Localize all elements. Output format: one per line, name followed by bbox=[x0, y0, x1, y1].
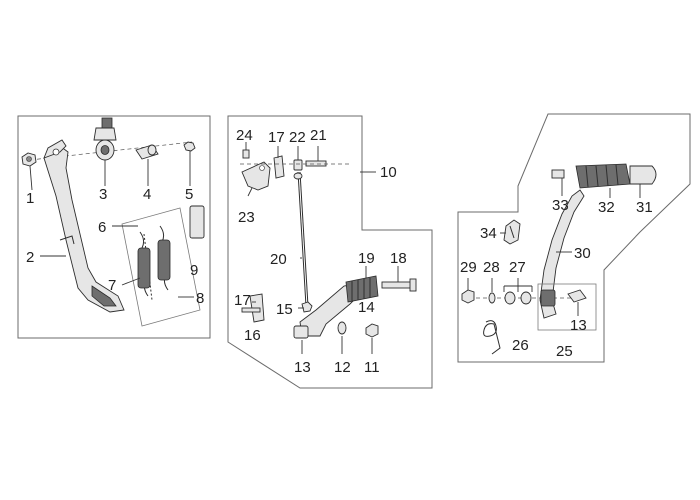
brake-pedal-group: 24 17 22 21 10 23 20 19 18 17 15 14 16 1… bbox=[227, 115, 433, 389]
pin-22-part bbox=[293, 159, 303, 171]
spring-19-part bbox=[345, 275, 379, 303]
callout-33: 33 bbox=[552, 197, 569, 214]
callout-10: 10 bbox=[380, 164, 397, 181]
callout-30: 30 bbox=[574, 245, 591, 262]
callout-5: 5 bbox=[185, 186, 193, 203]
kick-arm-30-part bbox=[539, 189, 585, 319]
callout-20: 20 bbox=[270, 251, 287, 268]
callout-17-bottom: 17 bbox=[234, 292, 251, 309]
kick-starter-group: 34 30 33 32 31 29 28 27 13 26 25 bbox=[457, 113, 691, 363]
callout-11: 11 bbox=[364, 359, 380, 376]
nut-5-part bbox=[183, 141, 196, 152]
callout-29: 29 bbox=[460, 259, 477, 276]
arm-23-part bbox=[241, 161, 271, 191]
rubber-32-part bbox=[575, 163, 631, 189]
nut-15-part bbox=[301, 301, 313, 313]
bolt-24-part bbox=[242, 149, 250, 159]
callout-25: 25 bbox=[556, 343, 573, 360]
callout-19: 19 bbox=[358, 250, 375, 267]
callout-4: 4 bbox=[143, 186, 151, 203]
callout-8: 8 bbox=[196, 290, 204, 307]
group-frame-brake-pedal bbox=[227, 115, 433, 389]
pin-33-part bbox=[551, 169, 565, 179]
bolt-21-part bbox=[305, 160, 327, 167]
callout-22: 22 bbox=[289, 129, 306, 146]
callout-7: 7 bbox=[108, 277, 116, 294]
box-25-part bbox=[537, 283, 597, 331]
collar-13-kick-part bbox=[567, 289, 587, 303]
spring-box bbox=[121, 207, 201, 327]
callout-21: 21 bbox=[310, 127, 327, 144]
callout-1: 1 bbox=[26, 190, 34, 207]
callout-12: 12 bbox=[334, 359, 351, 376]
spring-8-part bbox=[157, 225, 171, 291]
cover-9-part bbox=[189, 205, 205, 239]
nut-1-part bbox=[21, 152, 37, 167]
nut-11-part bbox=[365, 323, 379, 338]
callout-24: 24 bbox=[236, 127, 253, 144]
pivot-bolt-part bbox=[93, 117, 117, 161]
side-stand-part bbox=[43, 139, 125, 313]
callout-17-top: 17 bbox=[268, 129, 285, 146]
callout-3: 3 bbox=[99, 186, 107, 203]
callout-9: 9 bbox=[190, 262, 198, 279]
callout-32: 32 bbox=[598, 199, 615, 216]
callout-31: 31 bbox=[636, 199, 653, 216]
callout-2: 2 bbox=[26, 249, 34, 266]
clip-17-top-part bbox=[273, 155, 285, 179]
washer-28-part bbox=[488, 292, 496, 304]
clip-34-part bbox=[503, 219, 521, 245]
collar-part bbox=[135, 144, 159, 160]
callout-23: 23 bbox=[238, 209, 255, 226]
rod-20-part bbox=[293, 171, 309, 307]
bolt-18-part bbox=[381, 278, 417, 292]
grip-31-part bbox=[629, 165, 657, 185]
bolt-29-part bbox=[461, 289, 475, 304]
callout-27: 27 bbox=[509, 259, 526, 276]
callout-6: 6 bbox=[98, 219, 106, 236]
side-stand-group: 1 2 3 4 5 6 7 8 9 bbox=[17, 115, 211, 339]
spring-26-part bbox=[483, 320, 501, 355]
callout-13-brake: 13 bbox=[294, 359, 311, 376]
callout-28: 28 bbox=[483, 259, 500, 276]
group-frame-kick-starter bbox=[457, 113, 691, 363]
callout-26: 26 bbox=[512, 337, 529, 354]
group-frame-side-stand bbox=[17, 115, 211, 339]
callout-13-kick: 13 bbox=[570, 317, 587, 334]
collar-13-part bbox=[293, 325, 309, 339]
washer-12-part bbox=[337, 321, 347, 335]
callout-14: 14 bbox=[358, 299, 375, 316]
callout-16: 16 bbox=[244, 327, 261, 344]
ring-27-part bbox=[504, 291, 532, 305]
callout-34: 34 bbox=[480, 225, 497, 242]
callout-18: 18 bbox=[390, 250, 407, 267]
callout-15: 15 bbox=[276, 301, 293, 318]
spring-7-part bbox=[137, 231, 153, 301]
pin-16-part bbox=[241, 307, 261, 313]
